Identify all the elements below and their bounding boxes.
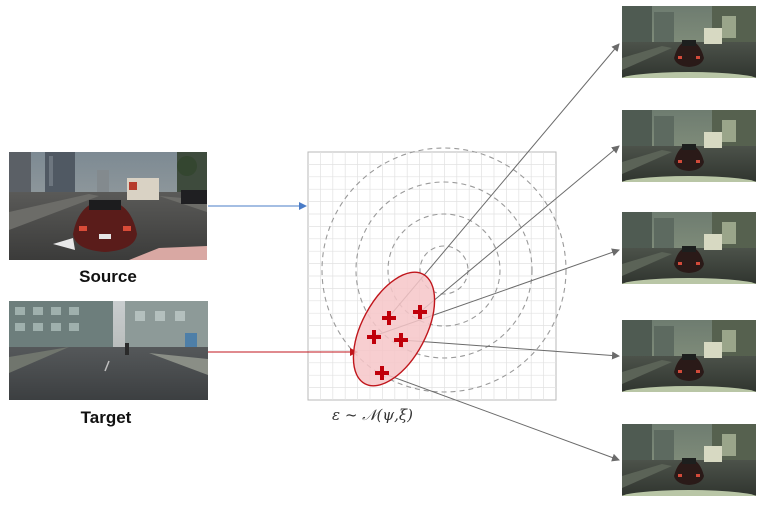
target-image [9,301,208,400]
output-image-5 [622,424,756,496]
target-caption: Target [81,408,132,427]
sample-cross-2 [413,305,427,319]
sampling-ellipse [352,271,436,387]
sample-crosses [367,305,427,380]
output-image-1 [622,6,756,78]
latent-grid-panel [307,147,567,401]
output-image-3 [622,212,756,284]
output-arrow-5 [381,372,620,462]
sample-cross-4 [394,333,408,347]
source-caption: Source [79,267,137,286]
output-arrow-2 [419,145,620,313]
sample-cross-1 [382,311,396,325]
output-image-2 [622,110,756,182]
sample-cross-3 [367,330,381,344]
output-arrow-1 [387,43,620,319]
sample-cross-5 [375,366,389,380]
output-arrow-4 [400,339,620,360]
source-image [9,152,207,260]
gaussian-contours [321,147,567,393]
output-image-4 [622,320,756,392]
distribution-formula: ε ~ 𝒩(ψ,ξ) [332,406,413,424]
